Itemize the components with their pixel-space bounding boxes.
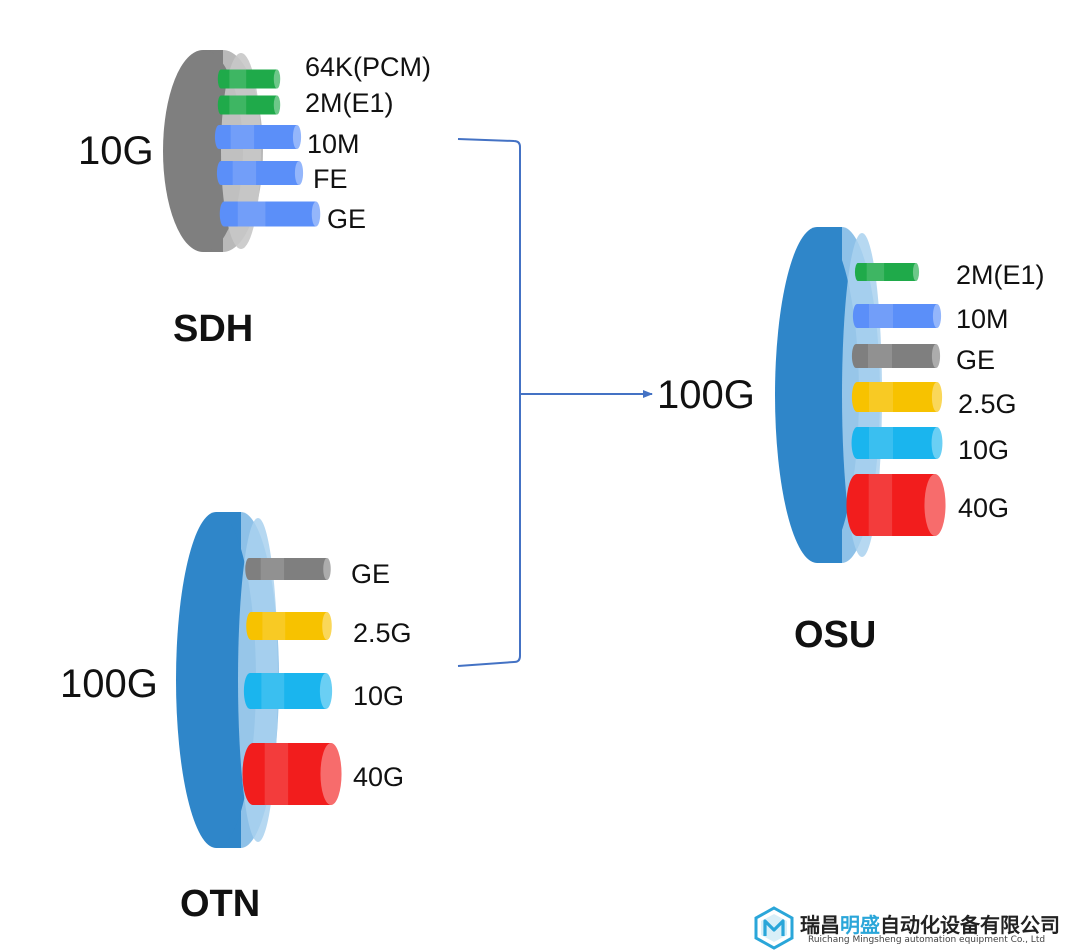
hexagon-m-logo-icon	[754, 906, 794, 950]
osu-channel-0-label: 2M(E1)	[956, 260, 1045, 290]
company-logo: 瑞昌明盛自动化设备有限公司 Ruichang Mingsheng automat…	[752, 906, 1080, 952]
osu-channel-5-label: 40G	[958, 493, 1009, 523]
osu-channel-2-label: GE	[956, 345, 995, 375]
sdh-title: SDH	[173, 308, 253, 350]
osu-channel-1-cylinder	[852, 304, 942, 328]
company-name: 瑞昌明盛自动化设备有限公司	[800, 913, 1060, 937]
company-subtitle: Ruichang Mingsheng automation equipment …	[808, 935, 1046, 945]
otn-channel-cylinders	[242, 558, 342, 805]
sdh-channel-4-cylinder	[219, 201, 321, 227]
sdh-channel-1-cylinder	[217, 95, 281, 115]
sdh-channel-3-cylinder	[216, 161, 304, 185]
sdh-channel-3-label: FE	[313, 164, 348, 194]
osu-channel-4-cylinder	[851, 427, 943, 459]
otn-channel-1-label: 2.5G	[353, 618, 412, 648]
osu-channel-4-label: 10G	[958, 435, 1009, 465]
osu-channel-0-cylinder	[854, 263, 920, 281]
otn-channel-0-cylinder	[245, 558, 331, 580]
sdh-group: 64K(PCM) 2M(E1) 10M FE GE 10G SDH	[78, 50, 431, 350]
osu-channel-3-label: 2.5G	[958, 389, 1017, 419]
sdh-channel-2-cylinder	[214, 125, 302, 149]
otn-group: GE 2.5G 10G 40G 100G OTN	[60, 512, 412, 925]
otn-channel-3-label: 40G	[353, 762, 404, 792]
sdh-channel-0-cylinder	[217, 69, 281, 89]
sdh-channel-0-label: 64K(PCM)	[305, 52, 431, 82]
osu-channel-3-cylinder	[851, 382, 943, 412]
osu-group: 2M(E1) 10M GE 2.5G 10G 40G OSU	[775, 227, 1045, 656]
otn-channel-0-label: GE	[351, 559, 390, 589]
merge-connector: 100G	[457, 138, 755, 667]
otn-title: OTN	[180, 883, 260, 925]
otn-channel-2-label: 10G	[353, 681, 404, 711]
otn-channel-2-cylinder	[243, 673, 333, 709]
sdh-capacity-label: 10G	[78, 129, 154, 173]
sdh-channel-4-label: GE	[327, 204, 366, 234]
otn-channel-1-cylinder	[246, 612, 332, 640]
merge-bracket	[457, 138, 521, 667]
sdh-channel-1-label: 2M(E1)	[305, 88, 394, 118]
osu-channel-1-label: 10M	[956, 304, 1009, 334]
otn-channel-3-cylinder	[242, 743, 342, 805]
osu-channel-2-cylinder	[851, 344, 941, 368]
osu-capacity-label: 100G	[657, 373, 755, 417]
osu-title: OSU	[794, 614, 876, 656]
sdh-channel-cylinders	[214, 69, 321, 227]
osu-channel-cylinders	[846, 263, 946, 536]
sdh-channel-2-label: 10M	[307, 129, 360, 159]
osu-channel-5-cylinder	[846, 474, 946, 536]
otn-capacity-label: 100G	[60, 662, 158, 706]
